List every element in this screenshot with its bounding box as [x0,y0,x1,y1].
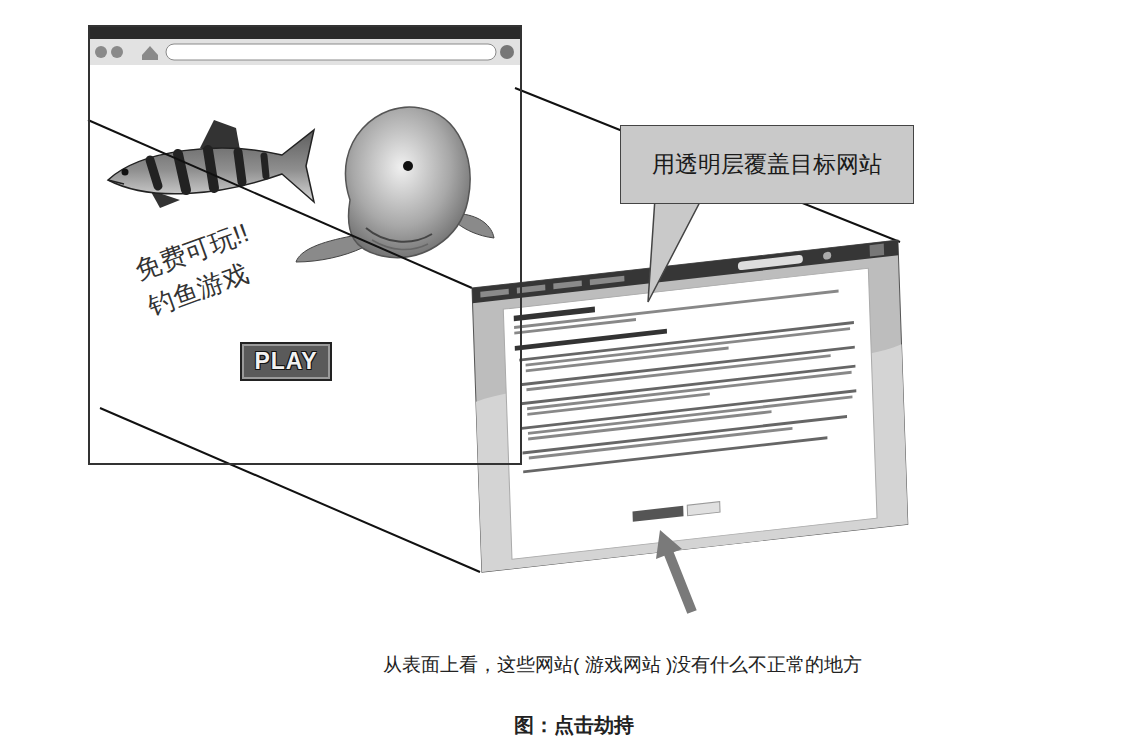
target-website-part [521,365,856,405]
callout-box: 用透明层覆盖目标网站 [620,125,914,204]
target-website-part [632,506,683,522]
browser-window-part [88,25,522,465]
browser-window-text: 免费可玩!! 钓鱼游戏 [130,208,284,325]
browser-window-part [88,25,522,39]
striped-fish-part [150,160,158,186]
callout-box-text: 用透明层覆盖目标网站 [652,149,882,180]
target-website-part [527,371,852,410]
striped-fish-part [122,169,129,176]
target-website-part [590,276,625,286]
pointer-arrow [656,530,697,614]
grouper-fish-part [366,228,432,242]
browser-window [88,25,522,465]
figure-caption: 图：点击劫持 [0,712,1147,739]
browser-window-part [142,46,158,60]
target-website-part [529,427,793,459]
browser-window-part [88,39,522,65]
grouper-fish-part [458,214,494,238]
target-website-part [522,389,857,429]
projection-lines-part [515,88,900,242]
striped-fish-part [108,180,124,184]
projection-lines-part [100,408,480,572]
note-text: 从表面上看，这些网站( 游戏网站 )没有什么不正常的地方 [383,652,862,678]
play-button-text: PLAY [254,348,317,375]
browser-window-part [111,46,123,58]
grouper-fish-part [403,161,413,171]
browser-window-part [166,44,496,60]
target-website-part [514,290,839,329]
grouper-fish-part [345,107,470,258]
browser-window-part [500,45,514,59]
striped-fish-part [264,156,266,176]
target-website-part [522,415,847,454]
target-website-part [519,321,854,361]
target-website [472,240,908,572]
play-button: PLAY [240,342,332,381]
callout-tail [648,198,702,302]
striped-fish-part [108,130,314,202]
target-website-part [503,268,877,559]
grouper-fish [296,107,494,262]
striped-fish [108,120,314,208]
striped-fish-part [238,152,242,182]
target-website-part [738,255,803,271]
target-website-part [514,318,636,335]
target-website-part [520,346,855,386]
grouper-fish-part [296,236,362,262]
target-website-part [687,502,720,516]
target-website-part [472,240,908,572]
browser-window: 免费可玩!! 钓鱼游戏 PLAY [88,25,522,465]
target-website-part [480,289,509,298]
target-website-part [870,244,885,257]
target-website-part [553,280,582,289]
target-website-part [527,392,710,415]
target-website-part [526,327,851,366]
target-website-part [523,436,827,473]
browser-window-part [95,46,107,58]
striped-fish-part [208,150,214,188]
target-website-part [528,395,853,434]
target-website-part [823,251,831,259]
target-website-part [526,347,729,373]
